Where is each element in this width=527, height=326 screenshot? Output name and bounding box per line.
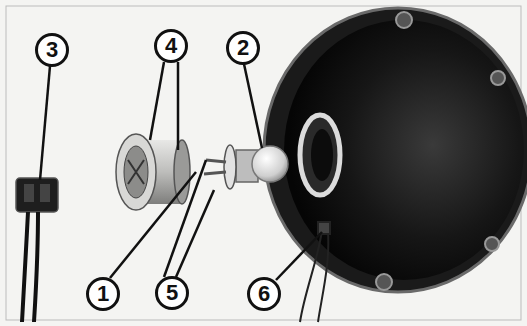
callout-circle: 5	[155, 276, 189, 310]
plug	[16, 178, 58, 322]
callout-circle: 3	[35, 33, 69, 67]
callout-circle: 6	[247, 277, 281, 311]
reflector	[264, 8, 527, 292]
callout-number: 3	[46, 39, 58, 61]
leader-lines	[40, 62, 322, 280]
callout-circle: 1	[86, 277, 120, 311]
callout-circle: 4	[154, 29, 188, 63]
callout-number: 5	[166, 282, 178, 304]
reflector-wires	[300, 222, 330, 322]
callout-number: 1	[97, 283, 109, 305]
callout-number: 6	[258, 283, 270, 305]
callout-circle: 2	[226, 31, 260, 65]
bulb	[204, 145, 288, 189]
callout-number: 4	[165, 35, 177, 57]
callout-number: 2	[237, 37, 249, 59]
